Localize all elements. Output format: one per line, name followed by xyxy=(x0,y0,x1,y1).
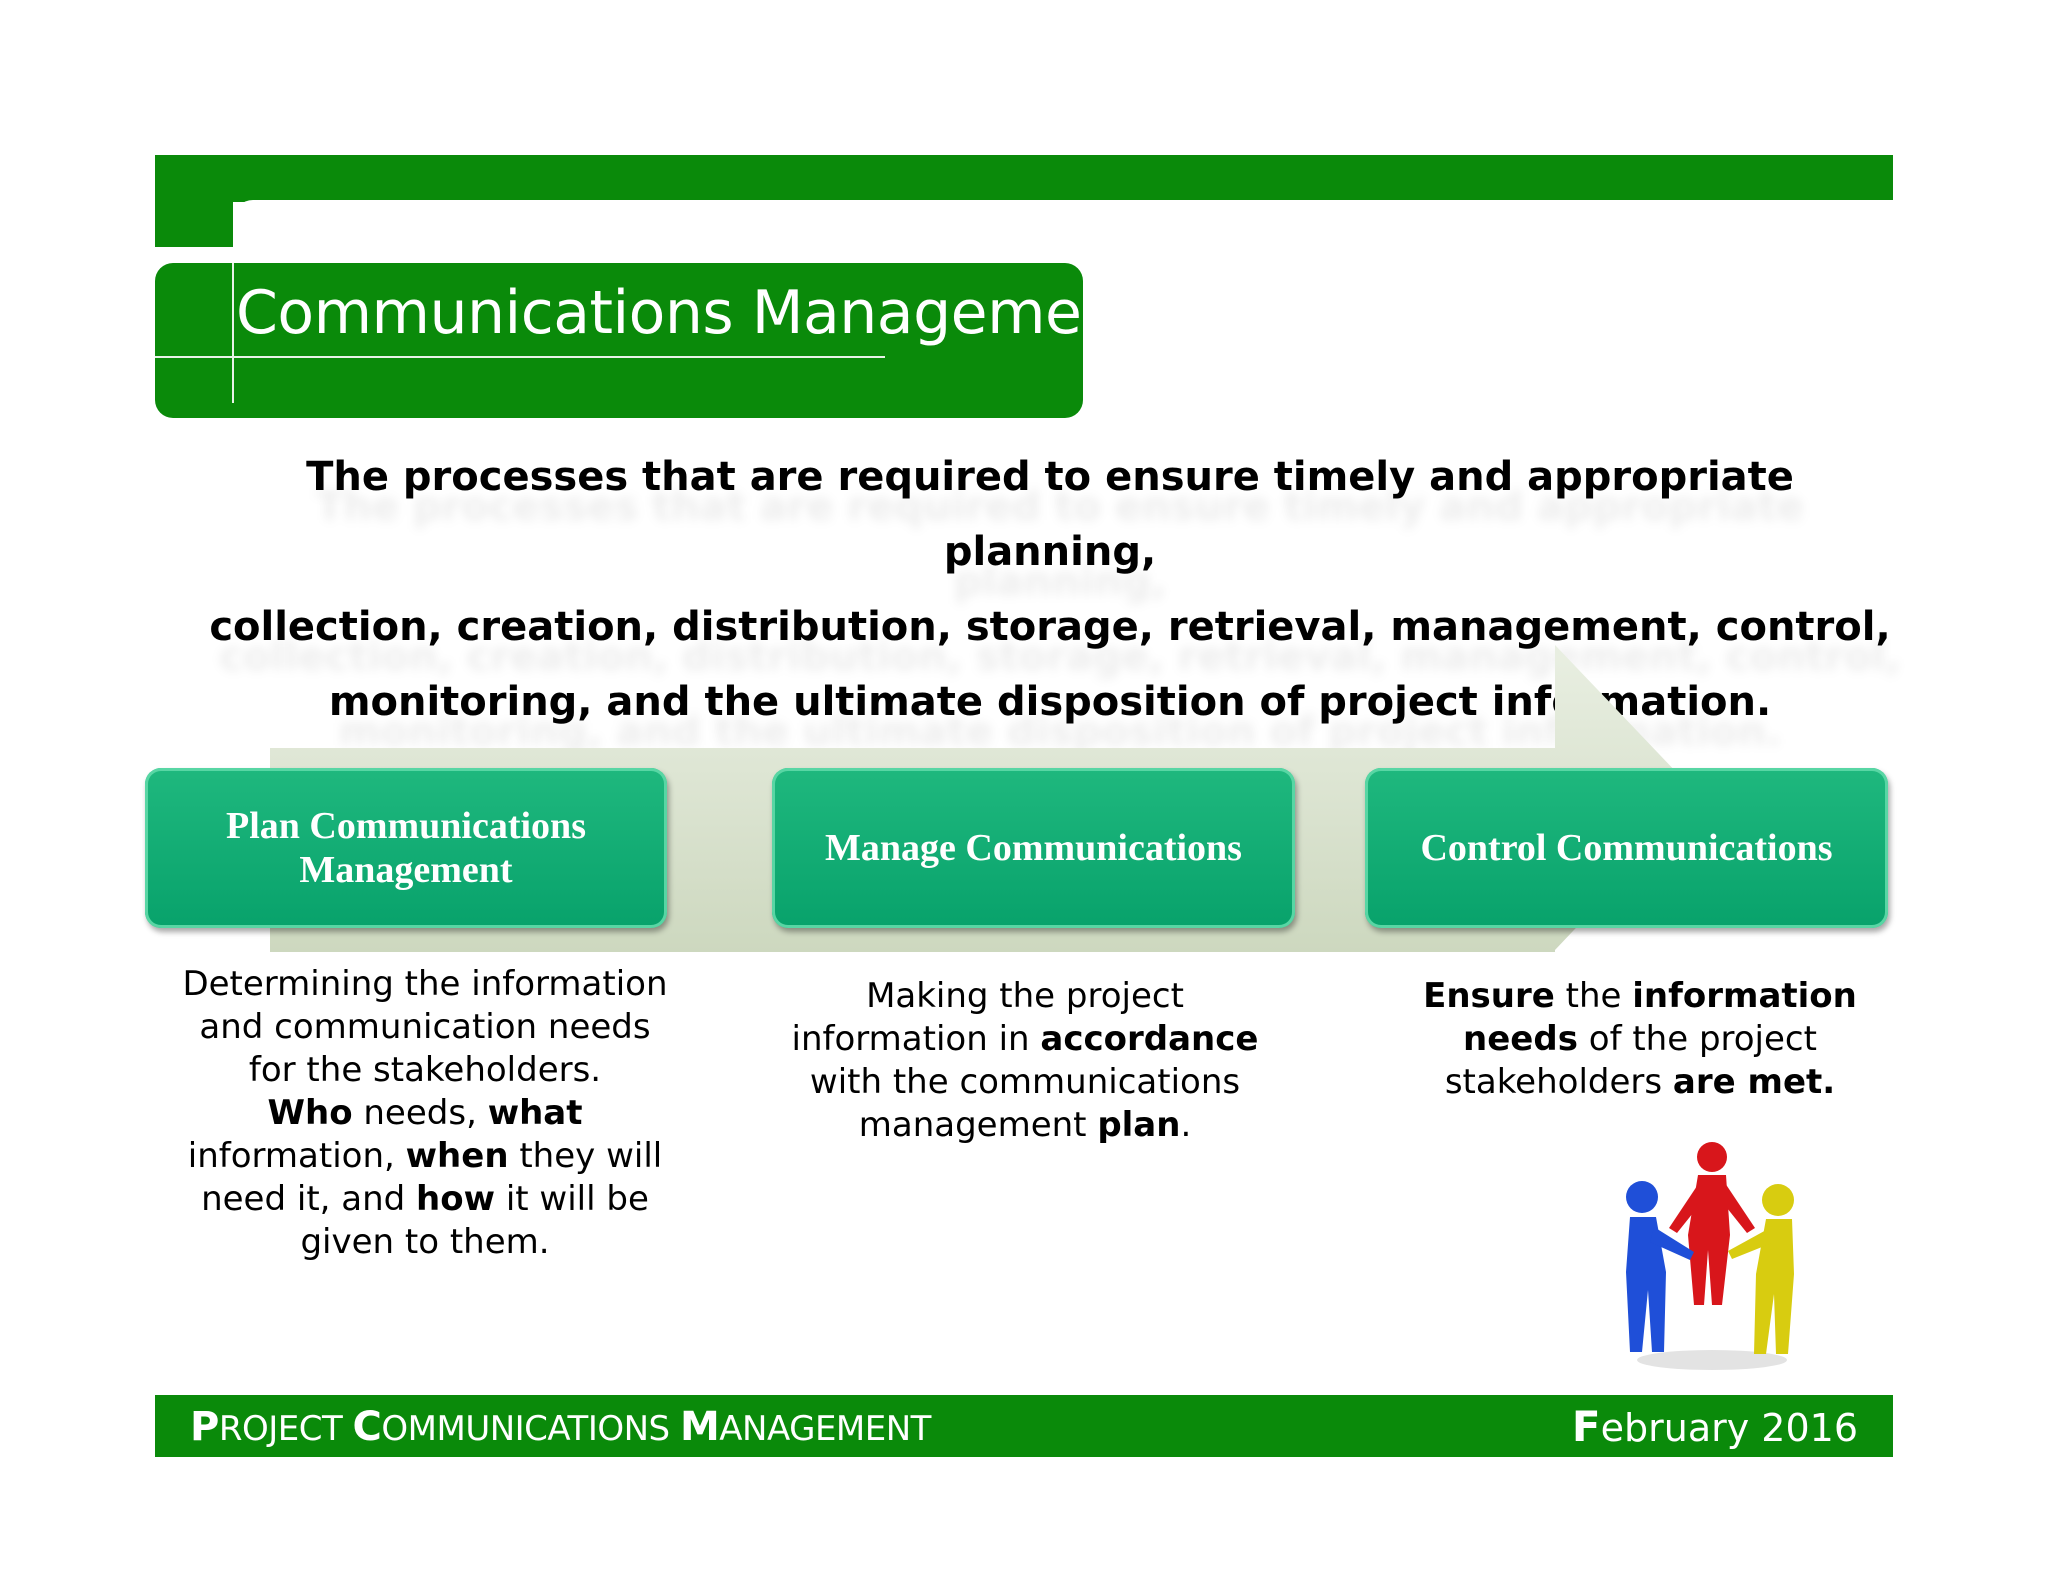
manage-description: Making the project information in accord… xyxy=(780,975,1270,1147)
footer-title: PROJECT COMMUNICATIONS MANAGEMENT xyxy=(190,1404,931,1450)
step-plan-communications: Plan Communications Management xyxy=(145,768,667,928)
header-notch xyxy=(233,200,1893,260)
title-vertical-rule xyxy=(232,263,234,403)
footer-date: February 2016 xyxy=(1572,1402,1858,1451)
step-label-line: Management xyxy=(226,848,586,892)
step-manage-communications: Manage Communications xyxy=(772,768,1295,928)
slide-title: Communications Management xyxy=(236,278,1142,348)
step-label-line: Plan Communications xyxy=(226,804,586,848)
people-circle-illustration xyxy=(1600,1135,1820,1375)
title-horizontal-rule xyxy=(155,356,885,358)
step-control-communications: Control Communications xyxy=(1365,768,1888,928)
control-description: Ensure the information needs of the proj… xyxy=(1395,975,1885,1104)
header-band-corner xyxy=(155,200,233,247)
step-label: Control Communications xyxy=(1420,826,1832,870)
intro-line: The processes that are required to ensur… xyxy=(200,440,1900,590)
plan-description: Determining the information and communic… xyxy=(180,963,670,1264)
step-label: Manage Communications xyxy=(825,826,1242,870)
header-band xyxy=(155,155,1893,202)
